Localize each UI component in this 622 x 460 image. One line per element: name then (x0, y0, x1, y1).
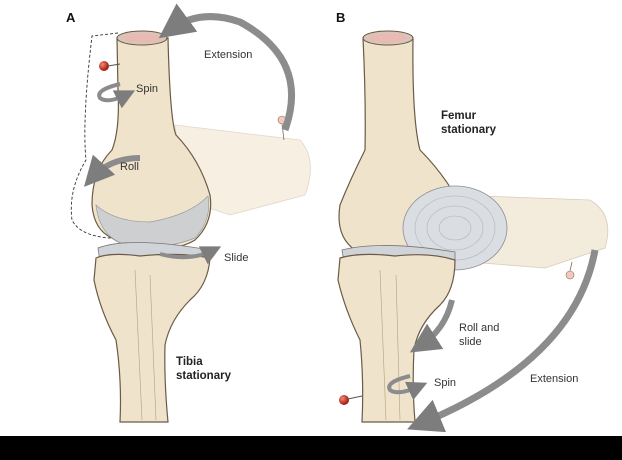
femur-stationary-label-line2: stationary (441, 124, 496, 136)
extension-label-b: Extension (530, 373, 579, 385)
diagram-canvas (70, 3, 609, 433)
tibia-stationary-label-line1: Tibia (176, 356, 203, 368)
roll-label-a: Roll (120, 161, 139, 173)
roll-and-slide-label-line1: Roll and (459, 322, 500, 334)
extension-label-a: Extension (204, 49, 253, 61)
spin-arrow-b (387, 374, 428, 401)
slide-label-a: Slide (224, 252, 249, 264)
tibia-stationary-label-line2: stationary (176, 370, 231, 382)
tibia-b (337, 253, 456, 423)
spin-label-a: Spin (136, 83, 159, 95)
extension-arrow-b (407, 249, 599, 433)
extension-arrow-a (158, 3, 296, 132)
roll-arrow-a (83, 154, 141, 187)
panel-a-letter: A (66, 10, 76, 25)
femur-previous-position-outline (70, 32, 131, 239)
marker-pin-a (99, 61, 109, 71)
roll-and-slide-label-line2: slide (459, 336, 482, 348)
panel-b-diagram (337, 30, 609, 433)
femur-stationary-label-line1: Femur (441, 110, 477, 122)
panel-a-diagram (70, 3, 311, 423)
marker-pin-b (339, 395, 349, 405)
spin-arrow-a (97, 82, 136, 109)
spin-label-b: Spin (434, 377, 457, 389)
tibia-a (93, 253, 211, 423)
slide-arrow-a (159, 246, 222, 265)
panel-b-letter: B (336, 10, 346, 25)
roll-slide-arrow-b (409, 299, 455, 353)
bottom-black-bar (0, 436, 622, 460)
